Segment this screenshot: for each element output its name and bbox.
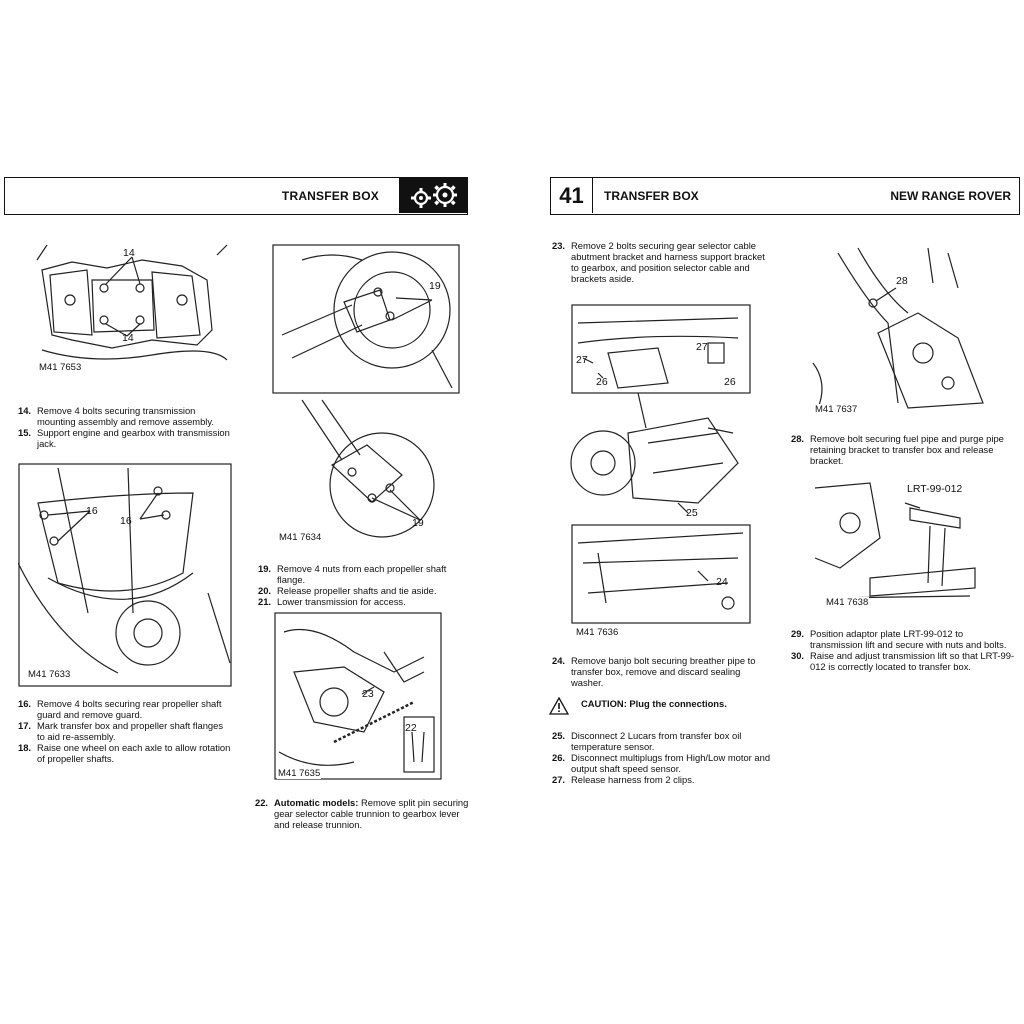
figure-ref: M41 7637	[814, 404, 859, 415]
step-22: 22. Automatic models: Remove split pin s…	[255, 797, 469, 830]
steps-23: 23. Remove 2 bolts securing gear selecto…	[552, 240, 767, 284]
right-header-title: TRANSFER BOX	[604, 189, 699, 203]
step-28: 28. Remove bolt securing fuel pipe and p…	[791, 433, 1004, 466]
callout-19-top: 19	[429, 280, 441, 292]
steps-29-30: 29. Position adaptor plate LRT-99-012 to…	[791, 628, 1016, 672]
step-20: 20. Release propeller shafts and tie asi…	[258, 585, 437, 596]
figure-fuel-pipe-bracket: 28 M41 7637	[808, 243, 998, 415]
callout-26-left: 26	[596, 376, 608, 388]
steps-19-21: 19. Remove 4 nuts from each propeller sh…	[258, 563, 473, 607]
section-number: 41	[551, 178, 593, 213]
figure-ref: M41 7638	[825, 597, 870, 608]
figure-gear-selector-cable: 23 22 M41 7635	[274, 612, 444, 782]
step-23: 23. Remove 2 bolts securing gear selecto…	[552, 240, 765, 284]
step-21: 21. Lower transmission for access.	[258, 596, 406, 607]
callout-22: 22	[405, 722, 417, 734]
callout-14-top: 14	[123, 247, 135, 259]
figure-transfer-box-harness: 27 26 27 26 25 24 M41 7636	[568, 303, 754, 641]
callout-24: 24	[716, 576, 728, 588]
gears-icon	[399, 178, 467, 213]
step-14: 14. Remove 4 bolts securing transmission…	[18, 405, 214, 427]
step-18: 18. Raise one wheel on each axle to allo…	[18, 742, 231, 764]
steps-25-27: 25. Disconnect 2 Lucars from transfer bo…	[552, 730, 777, 785]
left-header-title: TRANSFER BOX	[281, 189, 379, 203]
figure-ref: M41 7634	[278, 532, 323, 543]
figure-adaptor-plate: LRT-99-012 M41 7638	[810, 478, 982, 612]
step-29: 29. Position adaptor plate LRT-99-012 to…	[791, 628, 1007, 650]
callout-23: 23	[362, 688, 374, 700]
step-17: 17. Mark transfer box and propeller shaf…	[18, 720, 224, 742]
step-26: 26. Disconnect multiplugs from High/Low …	[552, 752, 771, 774]
left-page: TRANSFER BOX	[4, 177, 473, 830]
figure-propeller-shaft-guard: 16 16 M41 7633	[18, 463, 233, 688]
step-24: 24. Remove banjo bolt securing breather …	[552, 655, 756, 688]
figure-ref: M41 7635	[277, 768, 322, 779]
caution-note: CAUTION: Plug the connections.	[549, 697, 727, 715]
step-27: 27. Release harness from 2 clips.	[552, 774, 695, 785]
right-header-model: NEW RANGE ROVER	[890, 189, 1011, 203]
right-page: 41 TRANSFER BOX NEW RANGE ROVER 23. Remo…	[512, 0, 1024, 1024]
steps-14-15: 14. Remove 4 bolts securing transmission…	[18, 405, 233, 449]
step-25: 25. Disconnect 2 Lucars from transfer bo…	[552, 730, 742, 752]
figure-ref: M41 7633	[27, 669, 72, 680]
callout-28: 28	[896, 275, 908, 287]
figure-propeller-shaft-flanges: 19 19 M41 7634	[272, 240, 462, 550]
callout-14-bottom: 14	[122, 332, 134, 344]
callout-lrt-99-012: LRT-99-012	[907, 483, 963, 495]
steps-22: 22. Automatic models: Remove split pin s…	[255, 797, 470, 830]
callout-26-right: 26	[724, 376, 736, 388]
step-16: 16. Remove 4 bolts securing rear propell…	[18, 698, 222, 720]
steps-28: 28. Remove bolt securing fuel pipe and p…	[791, 433, 1006, 466]
right-header-bar: 41 TRANSFER BOX NEW RANGE ROVER	[550, 177, 1020, 215]
warning-icon	[549, 697, 569, 715]
figure-ref: M41 7653	[38, 362, 83, 373]
callout-25: 25	[686, 507, 698, 519]
figure-ref: M41 7636	[575, 627, 620, 638]
figure-transmission-mounting: 14 14 M41 7653	[32, 240, 232, 375]
callout-16-left: 16	[86, 505, 98, 517]
step-19: 19. Remove 4 nuts from each propeller sh…	[258, 563, 447, 585]
steps-24: 24. Remove banjo bolt securing breather …	[552, 655, 767, 688]
step-15: 15. Support engine and gearbox with tran…	[18, 427, 230, 449]
caution-text: CAUTION: Plug the connections.	[581, 698, 727, 709]
callout-16-right: 16	[120, 515, 132, 527]
callout-19-bottom: 19	[412, 517, 424, 529]
left-header-bar: TRANSFER BOX	[4, 177, 468, 215]
step-30: 30. Raise and adjust transmission lift s…	[791, 650, 1015, 672]
callout-27-left: 27	[576, 354, 588, 366]
callout-27-right: 27	[696, 341, 708, 353]
steps-16-18: 16. Remove 4 bolts securing rear propell…	[18, 698, 233, 764]
